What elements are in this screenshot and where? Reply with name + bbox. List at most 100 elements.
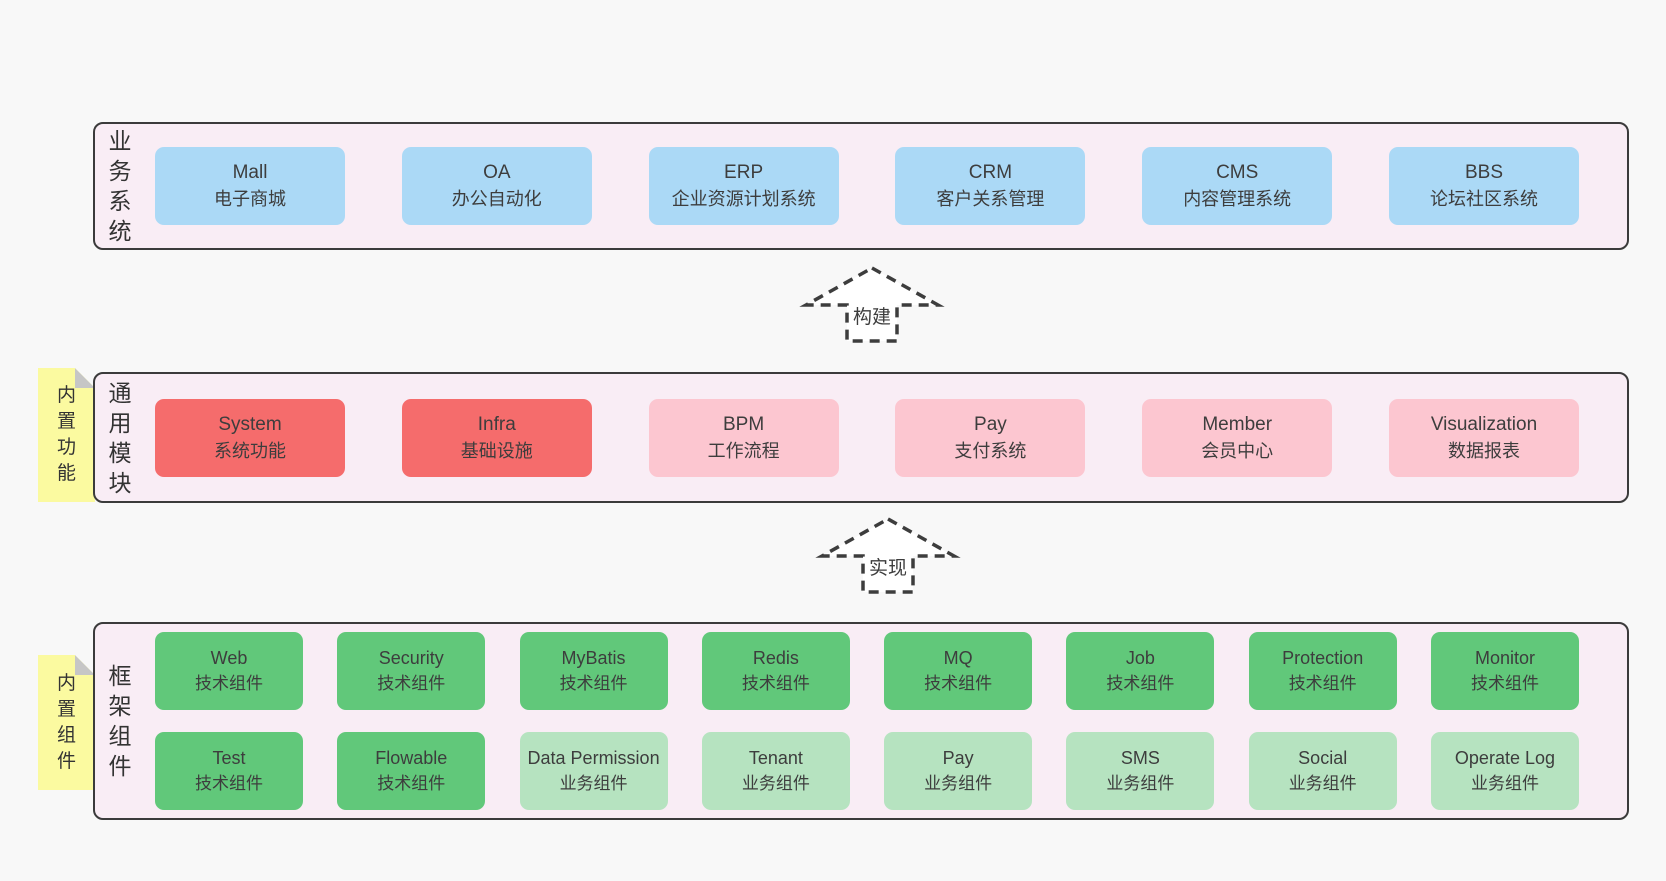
folded-corner-icon [75, 368, 95, 388]
card-redis: Redis 技术组件 [701, 632, 850, 710]
card-title: Redis [752, 648, 799, 668]
card-subtitle: 业务组件 [1106, 774, 1175, 793]
card-title: Web [210, 648, 248, 668]
card-mybatis: MyBatis 技术组件 [519, 632, 668, 710]
card-subtitle: 企业资源计划系统 [671, 189, 816, 209]
card-title: Visualization [1430, 413, 1538, 435]
card-bbs: BBS 论坛社区系统 [1388, 147, 1579, 225]
card-operate-log: Operate Log 业务组件 [1430, 732, 1579, 810]
card-web: Web 技术组件 [155, 632, 303, 710]
card-title: SMS [1120, 748, 1160, 768]
panel-label: 通用模块 [103, 374, 137, 501]
card-data-permission: Data Permission 业务组件 [519, 732, 668, 810]
card-subtitle: 技术组件 [1470, 674, 1539, 693]
card-subtitle: 工作流程 [707, 440, 780, 461]
card-title: CMS [1216, 162, 1259, 183]
card-title: Member [1202, 413, 1273, 435]
card-title: MQ [943, 648, 973, 668]
arrow-label: 构建 [849, 306, 895, 329]
card-subtitle: 论坛社区系统 [1429, 189, 1538, 209]
dashed-up-arrow-icon [799, 265, 945, 343]
card-title: Job [1125, 648, 1155, 668]
card-title: Flowable [375, 748, 448, 768]
card-title: BBS [1464, 162, 1503, 183]
card-subtitle: 业务组件 [1288, 774, 1357, 793]
implement-arrow: 实现 [815, 516, 961, 595]
card-subtitle: 业务组件 [1470, 774, 1539, 793]
panel-label-text: 框架组件 [108, 663, 132, 779]
card-pay: Pay 业务组件 [884, 732, 1033, 810]
card-social: Social 业务组件 [1248, 732, 1397, 810]
card-system: System 系统功能 [155, 398, 345, 477]
card-subtitle: 办公自动化 [451, 189, 542, 209]
card-subtitle: 技术组件 [1288, 674, 1357, 693]
card-sms: SMS 业务组件 [1066, 732, 1215, 810]
card-title: Monitor [1474, 648, 1535, 668]
card-subtitle: 业务组件 [924, 774, 993, 793]
card-erp: ERP 企业资源计划系统 [648, 147, 839, 225]
folded-corner-icon [75, 655, 95, 675]
sticky-note-builtin-features: 内置功能 [38, 368, 95, 502]
card-title: Pay [942, 748, 974, 768]
panel-label-text: 业务系统 [108, 128, 132, 244]
arrow-label: 实现 [865, 557, 911, 580]
card-subtitle: 系统功能 [214, 440, 286, 461]
card-title: Security [378, 648, 444, 668]
card-subtitle: 技术组件 [195, 774, 263, 793]
card-mq: MQ 技术组件 [884, 632, 1033, 710]
card-job: Job 技术组件 [1066, 632, 1215, 710]
card-subtitle: 基础设施 [460, 440, 533, 461]
card-flowable: Flowable 技术组件 [337, 732, 486, 810]
card-subtitle: 技术组件 [377, 674, 446, 693]
card-title: Mall [232, 162, 268, 183]
card-mall: Mall 电子商城 [155, 147, 345, 225]
card-title: Infra [477, 413, 516, 435]
build-arrow: 构建 [799, 265, 945, 344]
card-subtitle: 电子商城 [214, 189, 286, 209]
card-infra: Infra 基础设施 [401, 398, 592, 477]
card-subtitle: 技术组件 [1106, 674, 1175, 693]
card-title: MyBatis [561, 648, 626, 668]
card-tenant: Tenant 业务组件 [701, 732, 850, 810]
card-title: Social [1298, 748, 1348, 768]
panel-label: 业务系统 [103, 124, 137, 248]
card-title: ERP [724, 162, 764, 183]
card-subtitle: 技术组件 [924, 674, 993, 693]
card-subtitle: 支付系统 [954, 440, 1027, 461]
sticky-note-label: 内置组件 [56, 672, 76, 772]
dashed-up-arrow-icon [815, 516, 961, 594]
card-title: Test [212, 748, 246, 768]
card-title: Tenant [748, 748, 803, 768]
card-member: Member 会员中心 [1142, 398, 1333, 477]
card-title: Operate Log [1454, 748, 1555, 768]
card-subtitle: 业务组件 [559, 774, 628, 793]
card-subtitle: 技术组件 [195, 674, 263, 693]
card-subtitle: 技术组件 [559, 674, 628, 693]
card-title: System [218, 413, 282, 435]
card-subtitle: 技术组件 [741, 674, 810, 693]
sticky-note-label: 内置功能 [56, 385, 76, 484]
card-title: Data Permission [527, 748, 660, 768]
card-subtitle: 业务组件 [741, 774, 810, 793]
card-title: BPM [723, 413, 765, 435]
card-subtitle: 技术组件 [377, 774, 446, 793]
card-subtitle: 会员中心 [1201, 440, 1274, 461]
panel-label-text: 通用模块 [108, 379, 132, 496]
sticky-note-builtin-components: 内置组件 [38, 655, 95, 790]
